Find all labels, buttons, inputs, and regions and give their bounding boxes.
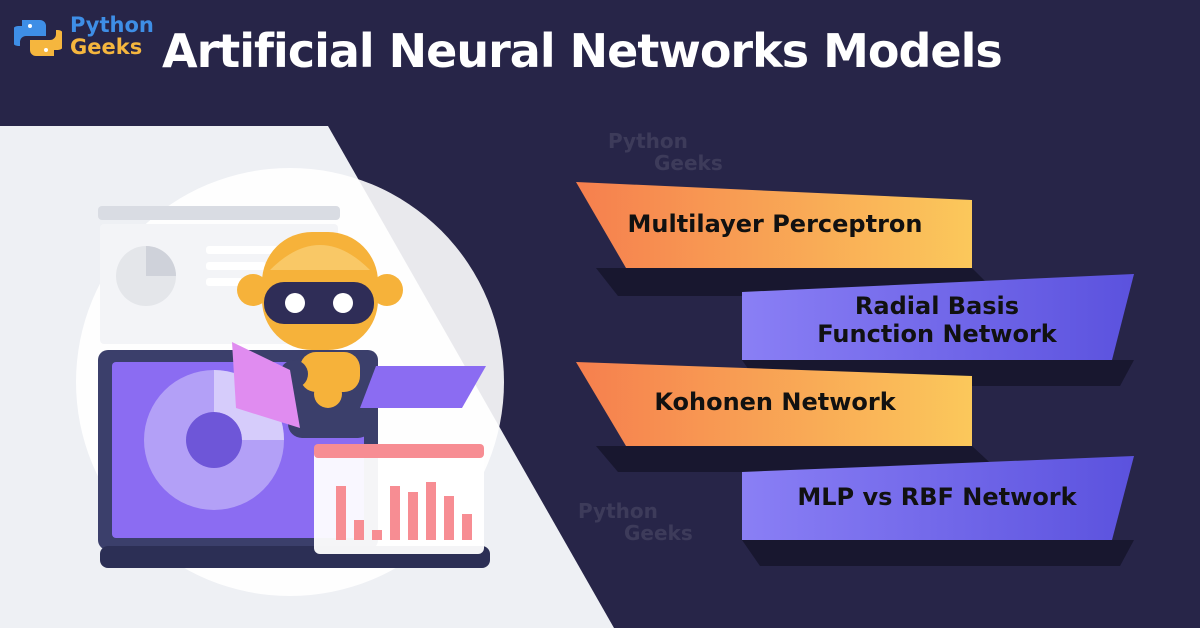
robot-illustration bbox=[98, 206, 490, 568]
bar-chart-bar bbox=[426, 482, 436, 540]
logo-line-1: Python bbox=[70, 13, 154, 37]
bar-chart-bar bbox=[354, 520, 364, 540]
bar-chart-bar bbox=[336, 486, 346, 540]
banner-multilayer-perceptron bbox=[576, 182, 972, 268]
robot-ear-icon bbox=[237, 274, 269, 306]
banner-shadow bbox=[742, 540, 1134, 566]
item-label-kohonen: Kohonen Network bbox=[654, 388, 896, 416]
logo-line-2: Geeks bbox=[70, 35, 143, 59]
item-label-radial-basis: Radial Basis Function Network bbox=[782, 292, 1092, 348]
robot-tablet bbox=[232, 342, 300, 428]
python-logo-icon bbox=[14, 20, 62, 56]
banner-radial-basis bbox=[742, 274, 1134, 360]
bar-chart-bar bbox=[462, 514, 472, 540]
watermark: Python Geeks bbox=[578, 499, 693, 545]
bar-chart-bar bbox=[390, 486, 400, 540]
robot-visor bbox=[264, 282, 374, 324]
robot-eye-icon bbox=[333, 293, 353, 313]
banner-shadow bbox=[596, 446, 1000, 472]
item-label-line-2: Function Network bbox=[817, 320, 1057, 348]
item-label-multilayer-perceptron: Multilayer Perceptron bbox=[627, 210, 923, 238]
banner-mlp-vs-rbf bbox=[742, 456, 1134, 540]
bar-chart-bar bbox=[444, 496, 454, 540]
item-label-mlp-vs-rbf: MLP vs RBF Network bbox=[797, 483, 1077, 511]
bar-chart-bar bbox=[372, 530, 382, 540]
watermark: Python Geeks bbox=[608, 129, 723, 175]
robot-eye-icon bbox=[285, 293, 305, 313]
python-geeks-logo: Python Geeks bbox=[14, 12, 154, 62]
banner-kohonen bbox=[576, 362, 972, 446]
dashboard-card-bar bbox=[98, 206, 340, 220]
logo-text: Python Geeks bbox=[70, 14, 154, 58]
robot-laptop bbox=[360, 366, 486, 408]
page-title: Artificial Neural Networks Models bbox=[162, 24, 1003, 78]
bar-chart-bar bbox=[408, 492, 418, 540]
item-label-line-1: Radial Basis bbox=[854, 292, 1020, 320]
robot-ear-icon bbox=[371, 274, 403, 306]
